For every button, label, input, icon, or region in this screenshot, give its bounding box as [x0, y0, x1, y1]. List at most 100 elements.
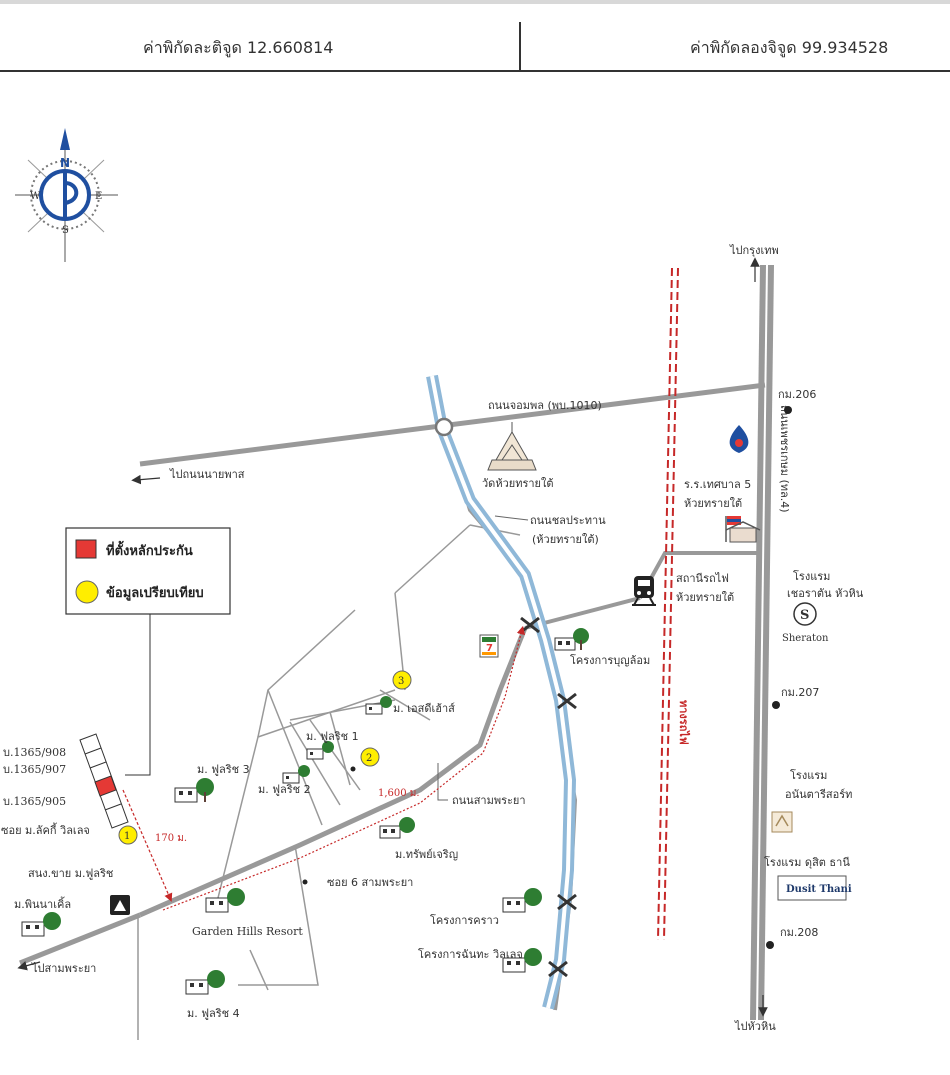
km-207-label: กม.207: [781, 686, 819, 699]
plot-strip: [79, 733, 129, 829]
compass-rose-icon: N S E W: [15, 128, 118, 262]
building-icon: [205, 888, 245, 913]
building-icon: [502, 888, 542, 913]
soi6-label: ซอย 6 สามพระยา: [327, 876, 413, 889]
building-icon: [306, 741, 334, 760]
compass-n: N: [60, 156, 70, 170]
building-icon: [554, 628, 589, 651]
sheraton-label-2: เชอราตัน หัวหิน: [787, 587, 864, 600]
site-dot: [350, 766, 356, 772]
esd-house-label: ม. เอสดีเฮ้าส์: [393, 702, 455, 715]
comparison-marker-3: 3: [392, 670, 412, 690]
distance-170-label: 170 ม.: [155, 833, 187, 844]
longitude-label: ค่าพิกัดลองจิจูด 99.934528: [690, 38, 889, 57]
train-icon: [632, 576, 656, 606]
svg-text:2: 2: [366, 753, 372, 764]
highway-4-road: [750, 264, 766, 1021]
sapcharoen-label: ม.ทรัพย์เจริญ: [395, 848, 458, 861]
header-bottom-line: [0, 70, 950, 72]
plot-905-label: บ.1365/905: [3, 795, 66, 808]
header-divider: [519, 22, 521, 70]
roundabout-icon: [434, 417, 454, 437]
furich3-label: ม. ฟูลริช 3: [197, 763, 250, 776]
legend-leader: [125, 614, 151, 776]
km-208-dot: [766, 941, 774, 949]
km-206-dot: [784, 406, 792, 414]
dusit-logo-text: Dusit Thani: [786, 884, 852, 895]
to-sampraya-label: ไปสามพระยา: [31, 962, 96, 975]
km-206-label: กม.206: [778, 388, 816, 401]
compass-w: W: [30, 191, 41, 202]
svg-text:3: 3: [398, 676, 404, 687]
furich2-label: ม. ฟูลริช 2: [258, 783, 311, 796]
sampraya-road: [138, 627, 528, 918]
seven-eleven-icon: 7: [479, 634, 499, 658]
map-legend: ที่ตั้งหลักประกัน ข้อมูลเปรียบเทียบ: [65, 527, 231, 776]
building-icon: [282, 765, 310, 784]
header-top-band: [0, 0, 950, 4]
legend-comparison-label: ข้อมูลเปรียบเทียบ: [106, 585, 204, 601]
building-icon: [174, 778, 214, 803]
station-label-1: สถานีรถไฟ: [676, 572, 729, 585]
building-icon: [365, 696, 392, 715]
chonprathan-leader: [494, 515, 529, 521]
furich1-label: ม. ฟูลริช 1: [306, 730, 359, 743]
highway-4-label: ถนนเพชรเกษม (ทล.4): [778, 405, 791, 513]
canal: [426, 374, 577, 1010]
minor-roads: [137, 524, 521, 1040]
comparison-marker-1: 1: [118, 825, 138, 845]
dusit-logo-box: [777, 875, 847, 901]
school-label-2: ห้วยทรายใต้: [684, 497, 742, 510]
sales-office-icon: [110, 895, 130, 915]
boonlom-label: โครงการบุญล้อม: [570, 653, 650, 667]
collateral-plot: [94, 775, 117, 797]
school-label-1: ร.ร.เทศบาล 5: [684, 478, 751, 491]
building-icon: [379, 817, 415, 839]
sheraton-logo-icon: S: [793, 602, 817, 626]
distance-1600-label: 1,600 ม.: [378, 788, 420, 799]
sampraya-label: ถนนสามพระยา: [452, 794, 526, 807]
chonprathan-label: ถนนชลประทาน: [530, 514, 606, 527]
railway-label: ทางรถไฟ: [677, 700, 691, 745]
to-bangkok-label: ไปกรุงเทพ: [729, 244, 779, 257]
soi-lucky-label: ซอย ม.ลัคกี้ วิลเลจ: [1, 822, 90, 837]
svg-text:S: S: [800, 608, 809, 623]
sheraton-logo-text: Sheraton: [782, 633, 829, 644]
sampraya-west: [19, 912, 141, 966]
sales-office-label: สนง.ขาย ม.ฟูลริช: [28, 867, 113, 880]
latitude-label: ค่าพิกัดละติจูด 12.660814: [143, 38, 334, 57]
garden-hills-label: Garden Hills Resort: [192, 925, 303, 938]
dusit-label: โรงแรม ดุสิต ธานี: [764, 855, 850, 869]
comparison-marker-2: 2: [360, 747, 380, 767]
khrao-label: โครงการคราว: [430, 913, 499, 927]
to-naiyapas-label: ไปถนนนายพาส: [169, 468, 245, 481]
plot-908-label: บ.1365/908: [3, 746, 66, 759]
anantara-label-2: อนันตารีสอร์ท: [785, 788, 852, 801]
housing-icons: [21, 628, 589, 995]
anantara-logo-icon: [771, 811, 793, 833]
gas-station-icon: [729, 425, 749, 453]
map-header: ค่าพิกัดละติจูด 12.660814 ค่าพิกัดลองจิจ…: [0, 0, 950, 74]
jompol-road-label: ถนนจอมพล (พบ.1010): [488, 399, 602, 412]
legend-collateral-swatch: [75, 539, 97, 559]
school-icon: [725, 516, 761, 543]
svg-text:1: 1: [124, 831, 130, 842]
compass-e: E: [95, 191, 102, 202]
furich4-label: ม. ฟูลริช 4: [187, 1007, 240, 1020]
railway: ทางรถไฟ: [657, 267, 691, 941]
compass-s: S: [62, 225, 69, 236]
building-icon: [21, 912, 61, 937]
chonprathan-sub-label: (ห้วยทรายใต้): [532, 533, 599, 546]
to-hua-hin-label: ไปหัวหิน: [734, 1020, 776, 1033]
wat-label: วัดห้วยทรายใต้: [482, 477, 554, 490]
chantha-label: โครงการฉันทะ วิลเลจ: [418, 947, 523, 961]
building-icon: [502, 948, 542, 973]
legend-comparison-swatch: [75, 580, 99, 604]
plot-907-label: บ.1365/907: [3, 763, 66, 776]
temple-icon: [487, 422, 537, 471]
highway-4-road-2: [758, 264, 774, 1021]
sampraya-leader: [437, 763, 448, 801]
direction-arrows: [17, 257, 768, 1017]
km-207-dot: [772, 701, 780, 709]
